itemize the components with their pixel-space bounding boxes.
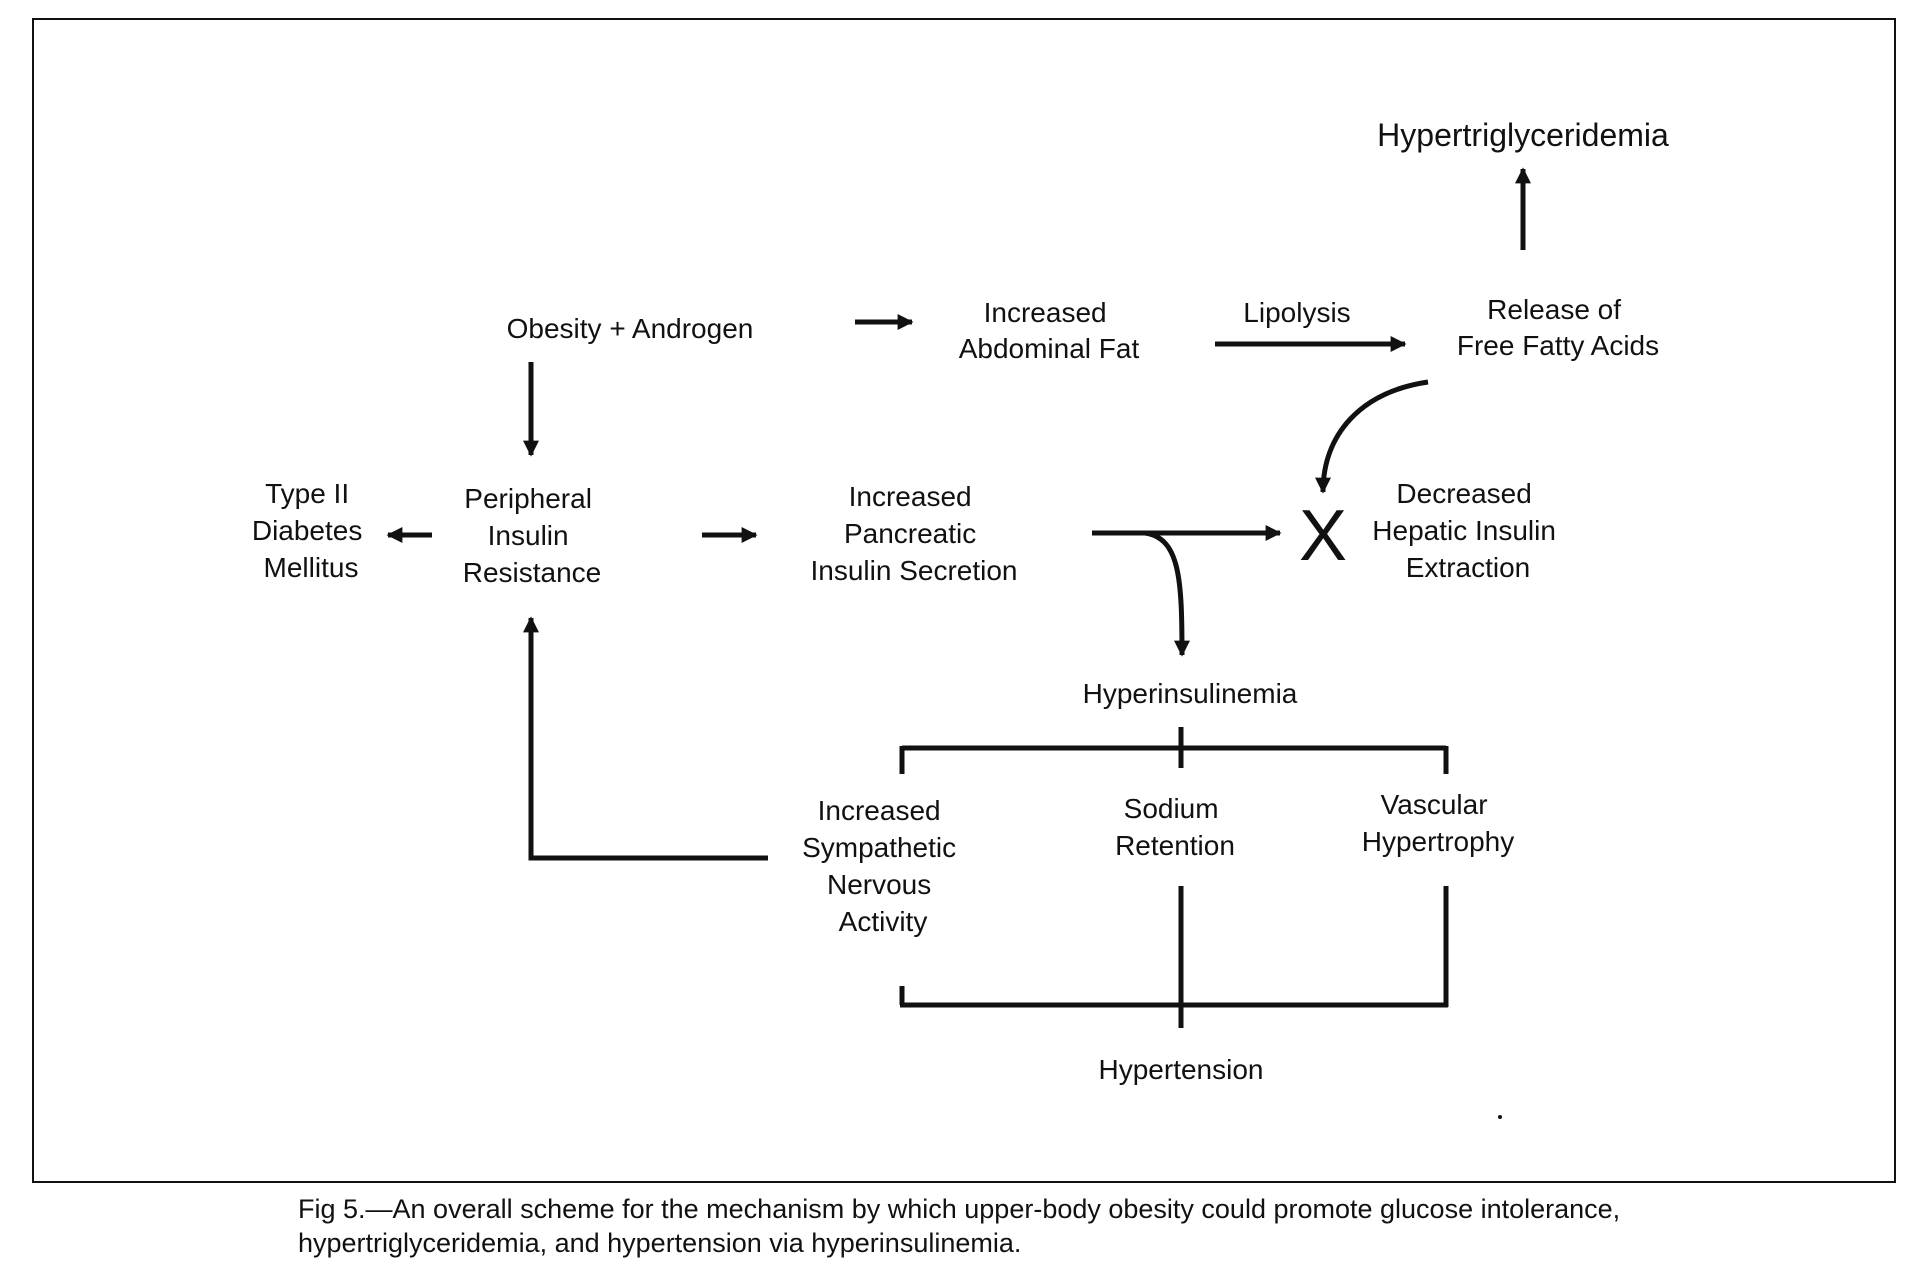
node-type2-diabetes: Type II Diabetes Mellitus xyxy=(252,478,370,583)
node-insulin-resistance: Peripheral Insulin Resistance xyxy=(463,483,602,588)
node-hyperinsulinemia: Hyperinsulinemia xyxy=(1083,678,1298,709)
print-speck xyxy=(1498,1115,1502,1119)
node-vascular-hypertrophy: Vascular Hypertrophy xyxy=(1362,789,1515,857)
node-sympathetic-activity: Increased Sympathetic Nervous Activity xyxy=(802,795,964,937)
arrow-sympathetic-to-resistance xyxy=(522,616,768,861)
node-hypertriglyceridemia: Hypertriglyceridemia xyxy=(1377,117,1669,153)
arrow-ffa-to-hepatic xyxy=(1315,379,1429,494)
figure-frame xyxy=(32,18,1896,1183)
node-obesity-androgen: Obesity + Androgen xyxy=(507,313,754,344)
node-pancreatic-secretion: Increased Pancreatic Insulin Secretion xyxy=(810,481,1017,586)
node-free-fatty-acids: Release of Free Fatty Acids xyxy=(1457,294,1659,361)
node-hypertension: Hypertension xyxy=(1099,1054,1264,1085)
block-x-mark: X xyxy=(1299,496,1347,576)
node-sodium-retention: Sodium Retention xyxy=(1115,793,1235,861)
node-hepatic-extraction: Decreased Hepatic Insulin Extraction xyxy=(1372,478,1563,583)
arrow-to-hyperinsulinemia xyxy=(1144,530,1190,657)
figure-caption: Fig 5.—An overall scheme for the mechani… xyxy=(298,1194,1621,1258)
edge-label-lipolysis: Lipolysis xyxy=(1243,297,1350,328)
node-abdominal-fat: Increased Abdominal Fat xyxy=(959,297,1140,364)
